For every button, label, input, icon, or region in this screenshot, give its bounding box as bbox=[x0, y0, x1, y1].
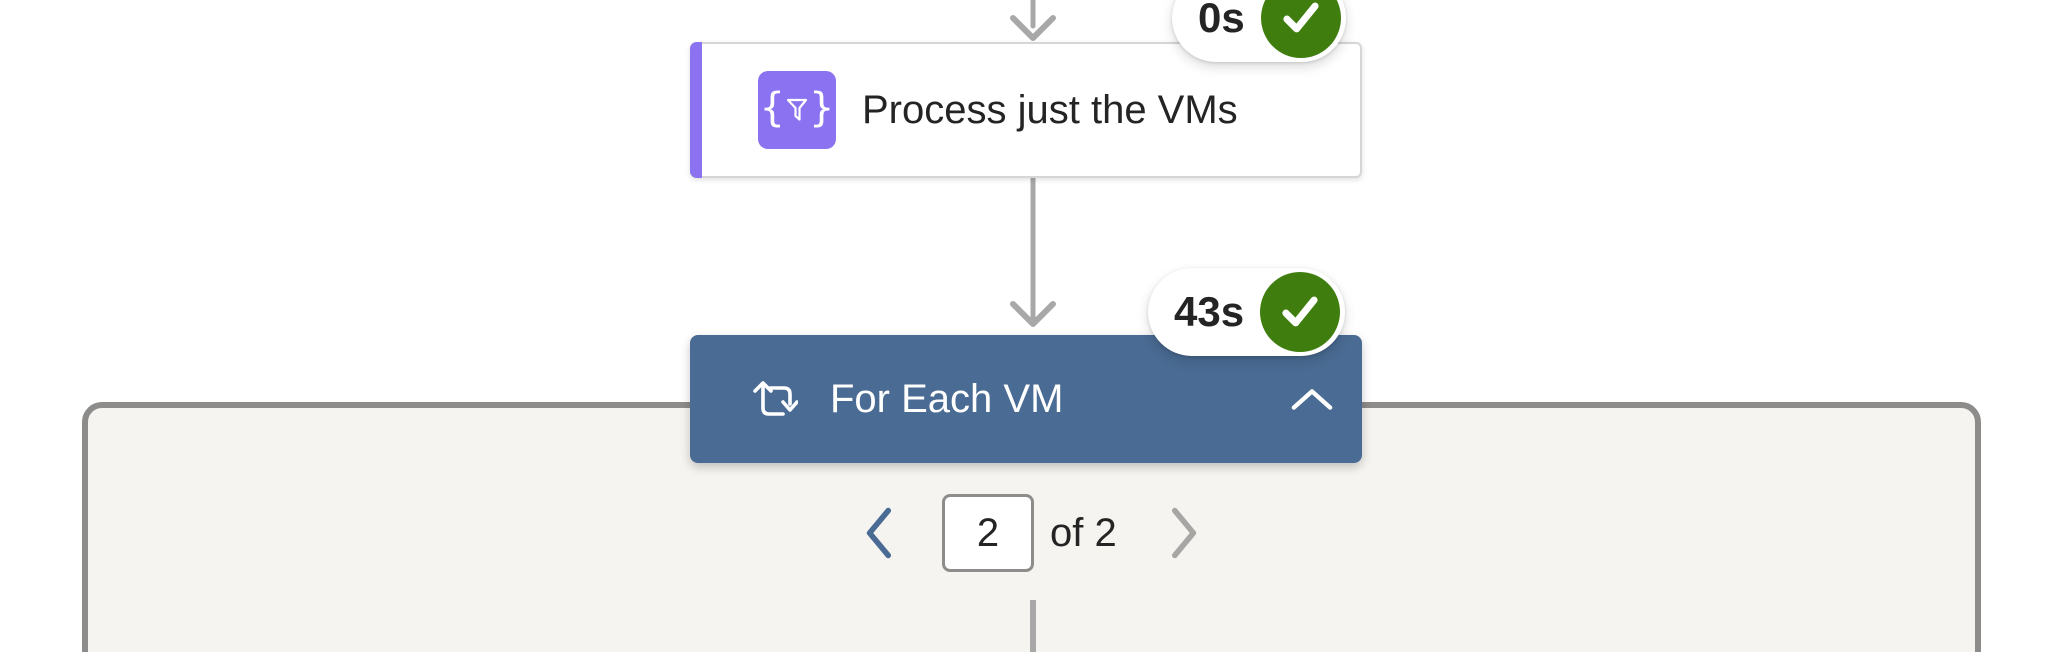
connector-arrow-top bbox=[1010, 0, 1056, 41]
duration-label: 0s bbox=[1198, 0, 1245, 41]
previous-iteration-button[interactable] bbox=[858, 501, 898, 565]
brace-right-glyph: } bbox=[809, 85, 835, 131]
success-check-icon bbox=[1260, 0, 1341, 58]
action-node-process[interactable]: { } Process just the VMs bbox=[690, 42, 1362, 178]
status-badge-process[interactable]: 0s bbox=[1172, 0, 1346, 62]
foreach-node-header[interactable]: For Each VM bbox=[690, 335, 1362, 463]
chevron-left-icon bbox=[866, 507, 892, 559]
filter-array-icon: { } bbox=[758, 71, 836, 149]
node-accent-stripe bbox=[690, 42, 702, 178]
connector-arrow-mid bbox=[1010, 178, 1056, 327]
loop-icon bbox=[753, 381, 798, 416]
loop-pagination: of 2 bbox=[858, 490, 1205, 576]
funnel-icon bbox=[786, 98, 808, 121]
connector-line-bottom bbox=[1030, 600, 1036, 652]
collapse-button[interactable] bbox=[1280, 376, 1344, 422]
iteration-page-input[interactable] bbox=[942, 494, 1034, 572]
duration-label: 43s bbox=[1174, 288, 1245, 335]
next-iteration-button[interactable] bbox=[1165, 501, 1205, 565]
chevron-up-icon bbox=[1291, 389, 1333, 410]
brace-left-glyph: { bbox=[759, 85, 785, 131]
chevron-right-icon bbox=[1171, 507, 1196, 559]
iteration-total-label: of 2 bbox=[1050, 510, 1117, 555]
status-badge-foreach[interactable]: 43s bbox=[1148, 268, 1346, 356]
action-node-title: Process just the VMs bbox=[862, 87, 1238, 132]
success-check-icon bbox=[1260, 272, 1341, 352]
foreach-node-title: For Each VM bbox=[830, 376, 1064, 421]
